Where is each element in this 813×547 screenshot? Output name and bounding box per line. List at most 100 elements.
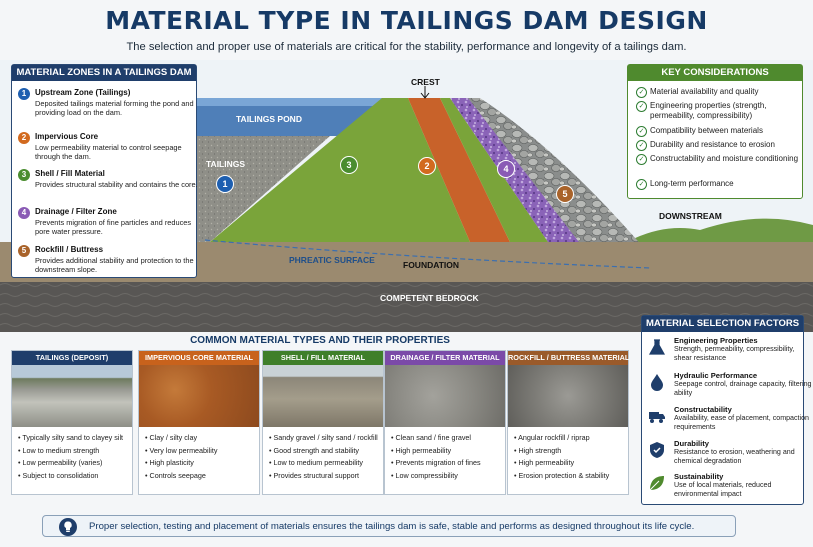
- factor-title: Hydraulic Performance: [674, 371, 758, 380]
- material-properties: Typically silty sand to clayey silt Low …: [12, 427, 132, 482]
- zone-description: Low permeability material to control see…: [35, 143, 182, 161]
- zone-badge-2: 2: [418, 157, 436, 175]
- property-item: High plasticity: [145, 457, 259, 470]
- bedrock-label: COMPETENT BEDROCK: [380, 293, 479, 303]
- zone-title: Shell / Fill Material: [35, 169, 105, 178]
- property-item: Provides structural support: [269, 470, 383, 483]
- footer-text: Proper selection, testing and placement …: [89, 521, 695, 532]
- factor-item: Durability Resistance to erosion, weathe…: [648, 439, 808, 481]
- zone-badge-3: 3: [340, 156, 358, 174]
- material-column-drainage-filter: DRAINAGE / FILTER MATERIAL Clean sand / …: [384, 350, 506, 495]
- leaf-icon: [649, 476, 664, 491]
- zone-number: 4: [18, 207, 30, 219]
- property-item: Typically silty sand to clayey silt: [18, 432, 132, 445]
- factor-item: Engineering Properties Strength, permeab…: [648, 336, 808, 378]
- zone-number: 3: [18, 169, 30, 181]
- material-header: TAILINGS (DEPOSIT): [12, 351, 132, 365]
- material-properties: Clay / silty clay Very low permeability …: [139, 427, 259, 482]
- property-item: Prevents migration of fines: [391, 457, 505, 470]
- factor-title: Durability: [674, 439, 710, 448]
- phreatic-surface-label: PHREATIC SURFACE: [289, 255, 375, 265]
- property-item: Clay / silty clay: [145, 432, 259, 445]
- property-item: Sandy gravel / silty sand / rockfill: [269, 432, 383, 445]
- crest-label: CREST: [411, 77, 440, 87]
- factor-title: Engineering Properties: [674, 336, 758, 345]
- zone-title: Rockfill / Buttress: [35, 245, 104, 254]
- material-column-rockfill: ROCKFILL / BUTTRESS MATERIAL Angular roc…: [507, 350, 629, 495]
- zone-description: Provides additional stability and protec…: [35, 256, 194, 274]
- zone-description: Deposited tailings material forming the …: [35, 99, 194, 117]
- zone-badge-4: 4: [497, 160, 515, 178]
- factor-title: Constructability: [674, 405, 732, 414]
- consideration-text: Constructability and moisture conditioni…: [650, 154, 799, 163]
- zone-description: Provides structural stability and contai…: [35, 180, 198, 189]
- property-item: Controls seepage: [145, 470, 259, 483]
- zone-description: Prevents migration of fine particles and…: [35, 218, 192, 236]
- selection-factors-title: MATERIAL SELECTION FACTORS: [642, 316, 803, 332]
- zone-badge-5: 5: [556, 185, 574, 203]
- page-subtitle: The selection and proper use of material…: [126, 41, 687, 53]
- zone-title: Upstream Zone (Tailings): [35, 88, 131, 97]
- property-item: Very low permeability: [145, 445, 259, 458]
- property-item: Good strength and stability: [269, 445, 383, 458]
- gravel-fill-photo: [263, 365, 383, 427]
- property-item: High permeability: [391, 445, 505, 458]
- property-item: Erosion protection & stability: [514, 470, 628, 483]
- consideration-text: Long-term performance: [650, 179, 734, 188]
- shield-icon: [650, 442, 664, 458]
- consideration-text: Material availability and quality: [650, 87, 759, 96]
- key-considerations-panel: KEY CONSIDERATIONS ✓ Material availabili…: [627, 64, 803, 199]
- property-item: High strength: [514, 445, 628, 458]
- property-item: Low to medium strength: [18, 445, 132, 458]
- material-properties: Angular rockfill / riprap High strength …: [508, 427, 628, 482]
- property-item: Low permeability (varies): [18, 457, 132, 470]
- footer-note: Proper selection, testing and placement …: [42, 515, 736, 537]
- downstream-label: DOWNSTREAM: [659, 211, 722, 221]
- material-column-shell-fill: SHELL / FILL MATERIAL Sandy gravel / sil…: [262, 350, 384, 495]
- check-icon: ✓: [636, 154, 647, 165]
- lightbulb-icon: [59, 518, 77, 536]
- zone-badge-1: 1: [216, 175, 234, 193]
- foundation-label: FOUNDATION: [403, 260, 460, 270]
- rockfill-photo: [508, 365, 628, 427]
- zone-item-4: 4 Drainage / Filter Zone Prevents migrat…: [18, 207, 202, 243]
- zone-number: 1: [18, 88, 30, 100]
- factor-item: Hydraulic Performance Seepage control, d…: [648, 371, 812, 413]
- property-item: Clean sand / fine gravel: [391, 432, 505, 445]
- truck-icon: [649, 412, 665, 423]
- check-icon: ✓: [636, 140, 647, 151]
- factor-description: Availability, ease of placement, compact…: [674, 414, 809, 431]
- factor-item: Sustainability Use of local materials, r…: [648, 472, 808, 514]
- property-item: Low to medium permeability: [269, 457, 383, 470]
- tailings-pond-label: TAILINGS POND: [236, 114, 302, 124]
- materials-section-title: COMMON MATERIAL TYPES AND THEIR PROPERTI…: [190, 335, 450, 346]
- consideration-text: Compatibility between materials: [650, 126, 763, 135]
- factor-item: Constructability Availability, ease of p…: [648, 405, 809, 447]
- material-column-impervious-core: IMPERVIOUS CORE MATERIAL Clay / silty cl…: [138, 350, 260, 495]
- factor-description: Strength, permeability, compressibility,…: [674, 345, 795, 362]
- material-header: IMPERVIOUS CORE MATERIAL: [139, 351, 259, 365]
- zone-item-2: 2 Impervious Core Low permeability mater…: [18, 132, 202, 168]
- material-column-tailings: TAILINGS (DEPOSIT) Typically silty sand …: [11, 350, 133, 495]
- consideration-text: Durability and resistance to erosion: [650, 140, 775, 149]
- page-title: MATERIAL TYPE IN TAILINGS DAM DESIGN: [105, 6, 708, 35]
- material-properties: Clean sand / fine gravel High permeabili…: [385, 427, 505, 482]
- check-icon: ✓: [636, 179, 647, 190]
- check-icon: ✓: [636, 126, 647, 137]
- flask-icon: [648, 339, 666, 355]
- property-item: Low compressibility: [391, 470, 505, 483]
- tailings-label: TAILINGS: [206, 159, 246, 169]
- property-item: Subject to consolidation: [18, 470, 132, 483]
- factor-title: Sustainability: [674, 472, 724, 481]
- material-header: DRAINAGE / FILTER MATERIAL: [385, 351, 505, 365]
- factor-description: Use of local materials, reduced environm…: [674, 481, 772, 498]
- key-considerations-title: KEY CONSIDERATIONS: [628, 65, 802, 81]
- zone-item-3: 3 Shell / Fill Material Provides structu…: [18, 169, 202, 205]
- water-drop-icon: [651, 374, 663, 391]
- material-properties: Sandy gravel / silty sand / rockfill Goo…: [263, 427, 383, 482]
- factor-description: Resistance to erosion, weathering and ch…: [674, 448, 795, 465]
- clay-photo: [139, 365, 259, 427]
- property-item: High permeability: [514, 457, 628, 470]
- zone-item-1: 1 Upstream Zone (Tailings) Deposited tai…: [18, 88, 202, 128]
- material-zones-panel: MATERIAL ZONES IN A TAILINGS DAM 1 Upstr…: [11, 64, 198, 278]
